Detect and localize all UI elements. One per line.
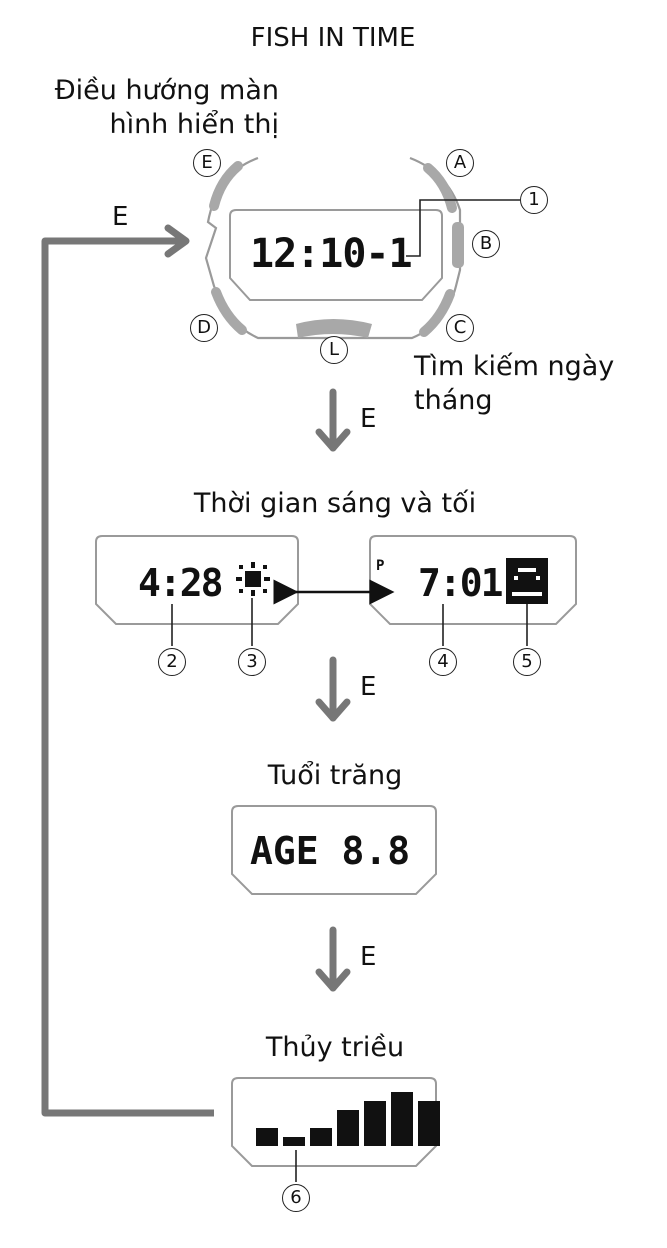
moon-title: Tuổi trăng (267, 760, 403, 791)
callout-5: 5 (513, 648, 541, 676)
callout-2: 2 (158, 648, 186, 676)
sunset-time: 7:01 (418, 561, 504, 605)
search-label: Tìm kiếm ngày tháng (414, 350, 614, 418)
button-b-badge: B (472, 230, 500, 258)
button-a-badge: A (446, 149, 474, 177)
tide-bar (310, 1128, 332, 1146)
tide-bar (256, 1128, 278, 1146)
loop-key-label: E (112, 202, 129, 232)
return-loop-arrowhead (164, 224, 190, 258)
down-arrow-2 (315, 656, 351, 722)
tide-bar (418, 1101, 440, 1146)
tide-bar (337, 1110, 359, 1146)
bezel-button-l[interactable] (296, 319, 372, 338)
sunset-icon (506, 558, 548, 604)
tide-bar (391, 1092, 413, 1146)
sun-icon (236, 562, 270, 596)
moon-lcd-frame (231, 805, 437, 895)
nav-label-line-1: Điều hướng màn (54, 75, 279, 106)
sun-title: Thời gian sáng và tối (193, 488, 477, 519)
tide-graph (256, 1092, 440, 1146)
bezel-button-c[interactable] (419, 289, 455, 337)
search-label-line-2: tháng (414, 385, 493, 416)
key-e-label-2: E (360, 672, 377, 702)
bezel-button-b[interactable] (452, 222, 464, 268)
button-d-badge: D (190, 314, 218, 342)
down-arrow-3 (315, 926, 351, 992)
return-loop-arrow (41, 237, 214, 1117)
callout-1-leader (406, 199, 520, 257)
down-arrow-1 (315, 388, 351, 452)
moon-age-display: AGE 8.8 (250, 829, 411, 873)
bezel-button-e[interactable] (209, 161, 243, 211)
sunrise-time: 4:28 (138, 561, 224, 605)
key-e-label-3: E (360, 942, 377, 972)
bezel-button-d[interactable] (211, 287, 247, 335)
button-c-badge: C (446, 314, 474, 342)
callout-3: 3 (238, 648, 266, 676)
nav-label-line-2: hình hiển thị (109, 109, 279, 140)
tide-bar (283, 1137, 305, 1146)
nav-label: Điều hướng màn hình hiển thị (55, 74, 279, 142)
bezel-button-a[interactable] (423, 163, 457, 213)
key-e-label-1: E (360, 404, 377, 434)
button-e-badge: E (193, 149, 221, 177)
sunset-lcd-frame (369, 535, 577, 625)
callout-6: 6 (282, 1184, 310, 1212)
button-l-badge: L (320, 336, 348, 364)
watch-lcd-frame (229, 209, 443, 301)
tide-bar (364, 1101, 386, 1146)
page-title: FISH IN TIME (250, 23, 416, 53)
callout-4: 4 (429, 648, 457, 676)
callout-1: 1 (520, 186, 548, 214)
pm-indicator: P (376, 558, 385, 574)
time-display: 12:10-1 (250, 231, 413, 277)
tide-title: Thủy triều (265, 1032, 405, 1063)
search-label-line-1: Tìm kiếm ngày (414, 351, 615, 382)
